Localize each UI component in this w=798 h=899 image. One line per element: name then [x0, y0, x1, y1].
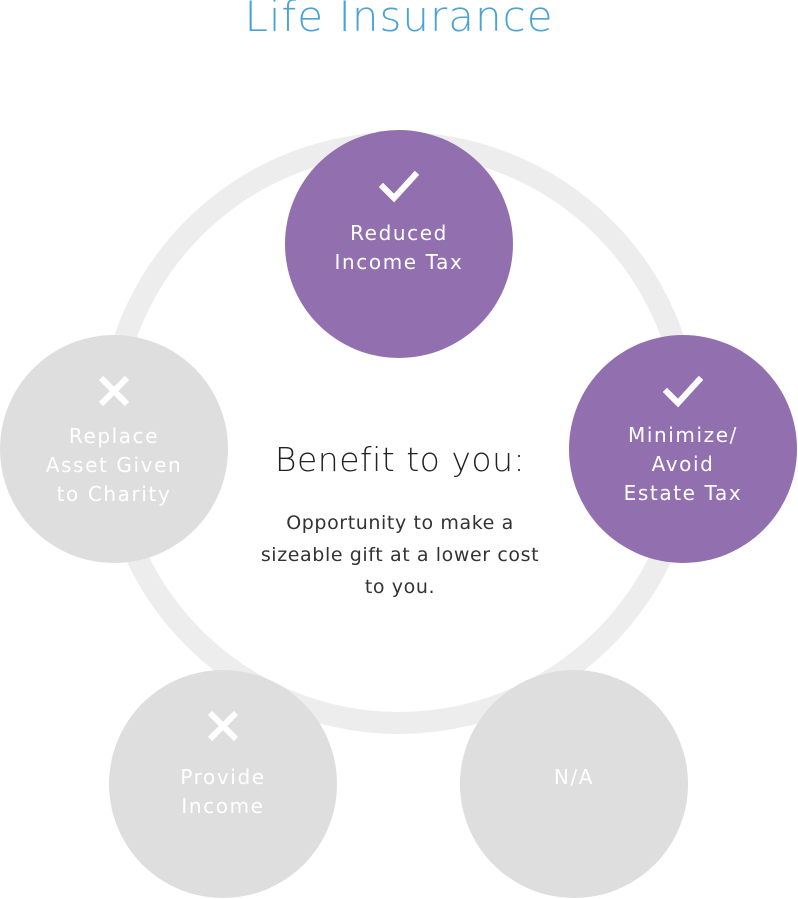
x-icon — [109, 706, 337, 746]
node-label: Reduced Income Tax — [334, 221, 464, 274]
node-label: Provide Income — [180, 765, 266, 818]
check-icon — [285, 166, 513, 206]
benefit-heading: Benefit to you: — [274, 440, 526, 479]
check-icon — [569, 371, 797, 411]
node-label: Minimize/ Avoid Estate Tax — [623, 423, 743, 505]
node-minimize-avoid-estate-tax: Minimize/ Avoid Estate Tax — [569, 335, 797, 563]
benefit-description: Opportunity to make a sizeable gift at a… — [260, 512, 540, 598]
node-label: Replace Asset Given to Charity — [45, 424, 183, 506]
node-replace-asset-given-to-charity: Replace Asset Given to Charity — [0, 335, 228, 563]
x-icon — [0, 371, 228, 411]
node-provide-income: Provide Income — [109, 670, 337, 898]
page-title: Life Insurance — [244, 0, 554, 41]
node-label: N/A — [553, 765, 595, 789]
node-reduced-income-tax: Reduced Income Tax — [285, 130, 513, 358]
node-na: N/A — [460, 670, 688, 898]
